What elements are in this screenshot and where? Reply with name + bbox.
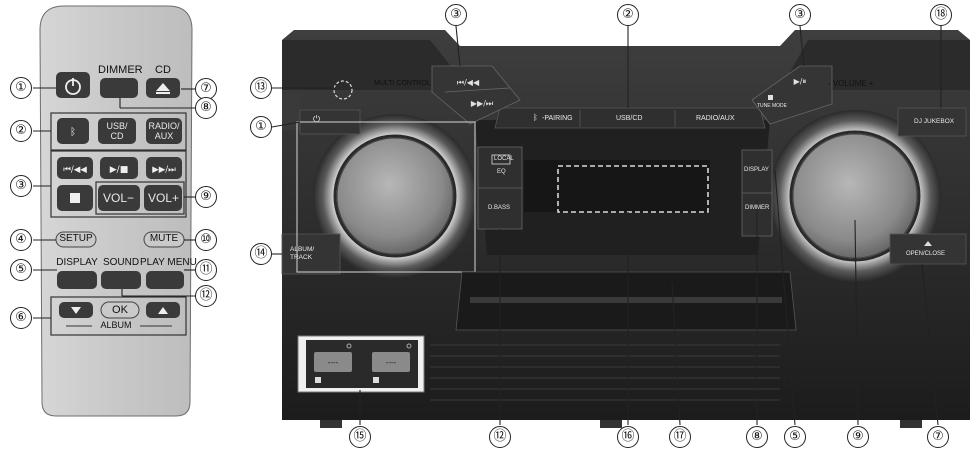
remote-vol-plus-label: VOL+ bbox=[148, 191, 180, 205]
svg-text:----: ---- bbox=[386, 358, 397, 367]
unit-eq-label: EQ bbox=[497, 169, 506, 175]
remote-sound-label: SOUND bbox=[102, 257, 140, 268]
svg-text:▶/⏸: ▶/⏸ bbox=[794, 77, 807, 86]
remote-dimmer-label: DIMMER bbox=[98, 64, 143, 76]
remote-ok-label: OK bbox=[112, 304, 128, 316]
svg-text:⏮/◀◀: ⏮/◀◀ bbox=[63, 165, 87, 175]
unit-multicontrol-label: MULTI CONTROL bbox=[374, 80, 431, 87]
remote-mute-label: MUTE bbox=[149, 233, 179, 244]
callout-15-unit: ⑮ bbox=[349, 426, 371, 448]
remote-play-menu-label: PLAY MENU bbox=[140, 257, 197, 268]
unit-usb-cd-label: USB/CD bbox=[616, 115, 643, 122]
callout-8-remote: ⑧ bbox=[195, 97, 217, 119]
leader-lines bbox=[33, 25, 942, 426]
callout-3-unit-right: ③ bbox=[789, 4, 811, 26]
callout-1-unit: ① bbox=[250, 116, 272, 138]
callout-17-unit: ⑰ bbox=[669, 426, 691, 448]
callout-6-remote: ⑥ bbox=[10, 307, 32, 329]
remote-vol-minus-label: VOL− bbox=[103, 191, 135, 205]
callout-2-remote: ② bbox=[10, 120, 32, 142]
remote-radio-aux-label: RADIO/ AUX bbox=[148, 121, 180, 141]
callout-4-remote: ④ bbox=[10, 229, 32, 251]
callout-16-unit: ⑯ bbox=[617, 426, 639, 448]
unit-local-label: LOCAL bbox=[494, 156, 514, 162]
callout-10-remote: ⑩ bbox=[195, 229, 217, 251]
unit-album-track-label: ALBUM/ TRACK bbox=[290, 246, 315, 261]
callout-12-unit: ⑫ bbox=[489, 426, 511, 448]
unit-open-close-label: OPEN/CLOSE bbox=[906, 251, 946, 257]
unit-dj-jukebox-label: DJ JUKEBOX bbox=[914, 118, 955, 125]
remote-album-label: ALBUM bbox=[100, 320, 132, 330]
svg-text:ᛒ: ᛒ bbox=[70, 127, 76, 138]
unit-power-icon: ⏻ bbox=[313, 115, 321, 125]
callout-8-unit: ⑧ bbox=[746, 426, 768, 448]
callout-5-remote: ⑤ bbox=[10, 259, 32, 281]
callout-7-unit: ⑦ bbox=[927, 426, 949, 448]
callout-1-remote: ① bbox=[10, 77, 32, 99]
unit-radio-aux-label: RADIO/AUX bbox=[696, 115, 735, 122]
callout-2-unit: ② bbox=[617, 4, 639, 26]
callout-9-unit: ⑨ bbox=[847, 426, 869, 448]
unit-dimmer-label: DIMMER bbox=[745, 205, 770, 211]
callout-3-remote: ③ bbox=[10, 175, 32, 197]
callout-13-unit: ⑬ bbox=[250, 77, 272, 99]
callout-18-unit: ⑱ bbox=[930, 4, 952, 26]
unit-tune-mode-label: TUNE MODE bbox=[757, 103, 787, 109]
remote-setup-label: SETUP bbox=[59, 233, 93, 244]
callout-3-unit-left: ③ bbox=[445, 4, 467, 26]
unit-volume-label: - VOLUME + bbox=[828, 79, 874, 88]
svg-text:⏮/◀◀: ⏮/◀◀ bbox=[457, 78, 480, 87]
unit-dbass-label: D.BASS bbox=[488, 205, 511, 211]
remote-cd-label: CD bbox=[155, 64, 171, 76]
callout-9-remote: ⑨ bbox=[195, 186, 217, 208]
callout-12-remote: ⑫ bbox=[195, 285, 217, 307]
main-unit: ⏮/◀◀ ▶▶/⏭ ▶/⏸ --- bbox=[281, 30, 970, 428]
unit-pairing-label: -PAIRING bbox=[542, 115, 573, 122]
svg-text:▶▶/⏭: ▶▶/⏭ bbox=[471, 99, 493, 108]
callout-14-unit: ⑭ bbox=[250, 243, 272, 265]
callout-11-remote: ⑪ bbox=[195, 259, 217, 281]
unit-bluetooth-icon: ᛒ bbox=[533, 113, 538, 122]
unit-display-label: DISPLAY bbox=[744, 167, 769, 173]
remote-display-label: DISPLAY bbox=[56, 257, 98, 268]
svg-text:▶▶/⏭: ▶▶/⏭ bbox=[152, 165, 176, 175]
callout-5-unit: ⑤ bbox=[784, 426, 806, 448]
svg-text:▶/■: ▶/■ bbox=[110, 165, 128, 175]
svg-text:----: ---- bbox=[328, 358, 339, 367]
remote-usb-cd-label: USB/ CD bbox=[106, 121, 128, 141]
